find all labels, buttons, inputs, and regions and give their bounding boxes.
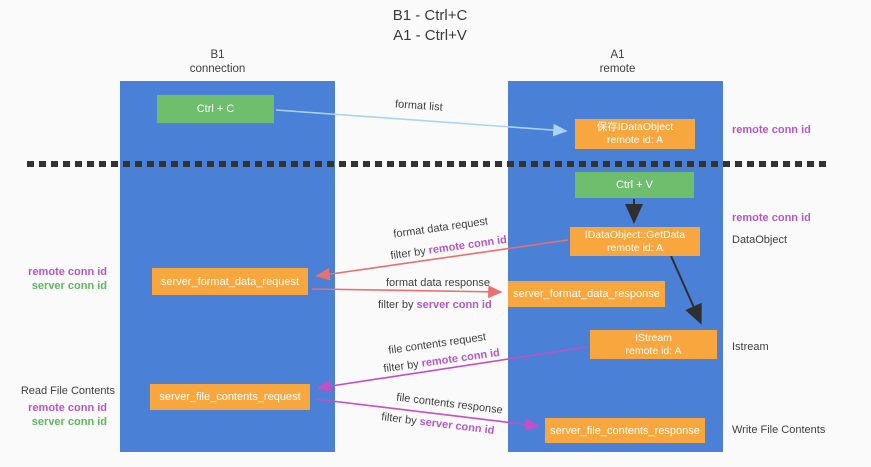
- format-data-response-filter-label: filter by server conn id: [378, 299, 492, 311]
- istream-side-label: Istream: [732, 341, 769, 353]
- server-file-contents-request-label: server_file_contents_request: [159, 391, 301, 403]
- server-format-data-response-box: server_format_data_response: [508, 281, 665, 307]
- server-format-data-response-label: server_format_data_response: [513, 288, 660, 300]
- istream-box: IStream remote id: A: [590, 330, 717, 359]
- dataobject-label: DataObject: [732, 234, 788, 246]
- right-paste-remote-conn-id-label: remote conn id: [732, 212, 811, 224]
- getdata-line1: IDataObject::GetData: [584, 228, 686, 241]
- left-format-server-conn-id-label: server conn id: [31, 280, 107, 292]
- file-contents-request-arrow: [316, 346, 588, 393]
- lane-a1-name: A1: [610, 49, 625, 61]
- ctrl-c-label: Ctrl + C: [196, 103, 235, 115]
- ctrl-c-box: Ctrl + C: [157, 95, 274, 123]
- getdata-box: IDataObject::GetData remote id: A: [570, 227, 700, 256]
- getdata-to-istream-arrow: [670, 255, 702, 325]
- format-data-response-arrow: [311, 285, 503, 299]
- lane-a1-role: remote: [599, 63, 636, 75]
- left-format-remote-conn-id-label: remote conn id: [28, 266, 107, 278]
- saved-dataobject-line1: 保存IDataObject: [596, 121, 674, 133]
- server-file-contents-request-box: server_file_contents_request: [150, 384, 310, 410]
- istream-line2: remote id: A: [625, 344, 682, 357]
- server-file-contents-response-label: server_file_contents_response: [550, 424, 700, 437]
- server-format-data-request-box: server_format_data_request: [152, 268, 308, 295]
- server-conn-id-highlight: server conn id: [416, 299, 492, 311]
- format-list-arrow: [275, 109, 568, 137]
- saved-dataobject-box: 保存IDataObject remote id: A: [575, 119, 695, 149]
- diagram-title: B1 - Ctrl+C A1 - Ctrl+V: [340, 6, 520, 46]
- ctrl-v-label: Ctrl + V: [616, 179, 653, 191]
- lane-b1-name: B1: [210, 49, 225, 61]
- title-line-b1: B1 - Ctrl+C: [392, 7, 468, 24]
- write-file-contents-label: Write File Contents: [732, 424, 826, 436]
- server-format-data-request-label: server_format_data_request: [160, 275, 300, 288]
- filter-by-prefix: filter by: [378, 299, 417, 311]
- saved-dataobject-line2: remote id: A: [606, 134, 663, 146]
- istream-line1: IStream: [635, 331, 672, 344]
- title-line-a1: A1 - Ctrl+V: [393, 27, 467, 44]
- read-file-contents-label: Read File Contents: [20, 385, 115, 397]
- format-data-response-label: format data response: [386, 277, 490, 289]
- left-file-server-conn-id-label: server conn id: [31, 416, 107, 428]
- server-file-contents-response-box: server_file_contents_response: [545, 418, 705, 443]
- lane-header-b1: B1 connection: [150, 48, 285, 76]
- ctrl-v-box: Ctrl + V: [575, 172, 694, 198]
- getdata-line2: remote id: A: [606, 241, 663, 254]
- format-data-request-arrow: [315, 239, 569, 281]
- left-file-remote-conn-id-label: remote conn id: [28, 402, 107, 414]
- right-clipboard-remote-conn-id-label: remote conn id: [732, 124, 811, 136]
- lane-b1-role: connection: [189, 63, 246, 75]
- lane-header-a1: A1 remote: [550, 48, 685, 76]
- file-contents-response-arrow: [314, 398, 540, 431]
